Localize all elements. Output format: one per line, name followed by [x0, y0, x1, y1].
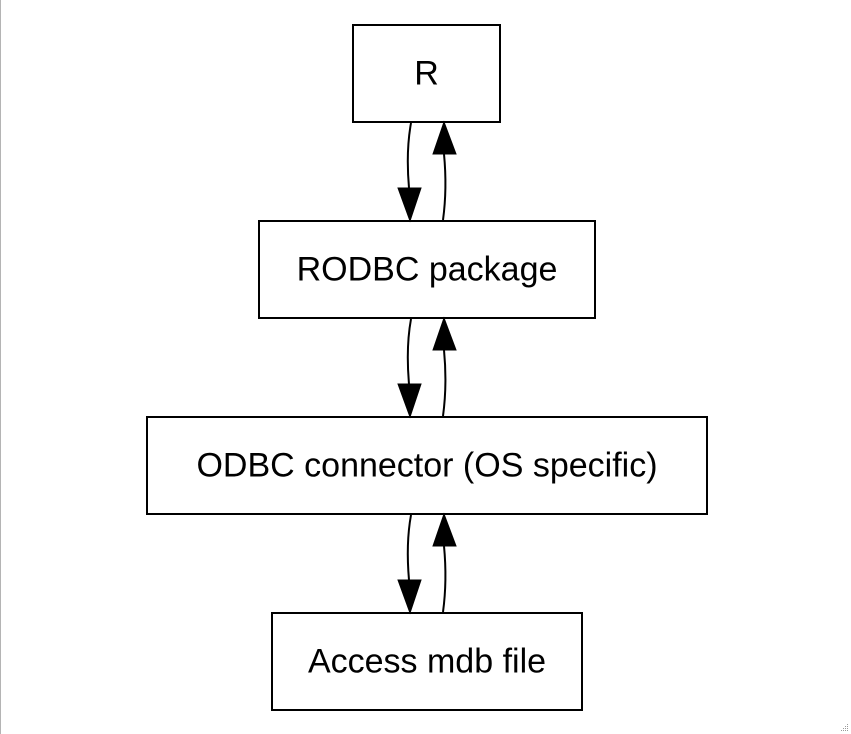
edge-odbc-to-rodbc-line	[442, 349, 447, 417]
node-odbc-connector-box	[146, 416, 708, 515]
edge-rodbc-to-odbc-line	[406, 318, 412, 385]
node-access-mdb-file-box	[271, 612, 583, 711]
node-r: R	[352, 24, 501, 123]
edge-odbc-to-access	[397, 514, 422, 615]
node-rodbc-package-label: RODBC package	[297, 251, 558, 289]
edge-rodbc-to-r	[432, 120, 457, 221]
arrowhead-up-icon	[432, 512, 457, 547]
edge-r-to-rodbc-line	[406, 122, 412, 189]
arrowhead-down-icon	[397, 579, 422, 615]
edge-odbc-to-access-line	[406, 514, 412, 581]
node-r-label: R	[414, 55, 439, 93]
arrowhead-down-icon	[397, 383, 422, 419]
node-r-box	[352, 24, 501, 123]
resize-grip-icon[interactable]	[839, 722, 849, 732]
arrowhead-up-icon	[432, 316, 457, 351]
node-access-mdb-file-label: Access mdb file	[308, 643, 546, 681]
edge-access-to-odbc	[432, 512, 457, 613]
edge-r-to-rodbc	[397, 122, 422, 223]
edge-rodbc-to-r-line	[442, 153, 447, 221]
arrowhead-down-icon	[397, 187, 422, 223]
node-odbc-connector-label: ODBC connector (OS specific)	[196, 447, 657, 485]
arrowhead-up-icon	[432, 120, 457, 155]
edge-odbc-to-rodbc	[432, 316, 457, 417]
window-left-border	[0, 0, 1, 734]
edge-rodbc-to-odbc	[397, 318, 422, 419]
edge-access-to-odbc-line	[442, 545, 447, 613]
node-rodbc-package: RODBC package	[258, 220, 596, 319]
node-odbc-connector: ODBC connector (OS specific)	[146, 416, 708, 515]
node-access-mdb-file: Access mdb file	[271, 612, 583, 711]
node-rodbc-package-box	[258, 220, 596, 319]
